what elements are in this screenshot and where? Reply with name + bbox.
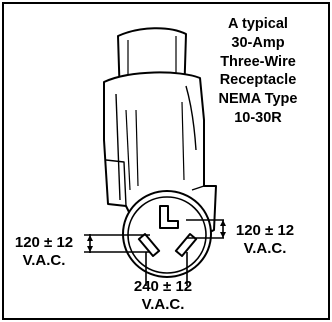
voltage-unit: V.A.C. — [243, 240, 287, 257]
right-slot — [174, 233, 198, 257]
left-slot — [137, 233, 161, 257]
left-voltage-label: 120 ± 12 V.A.C. — [6, 234, 82, 270]
diagram-title: A typical 30-Amp Three-Wire Receptacle N… — [198, 15, 318, 128]
right-voltage-label: 120 ± 12 V.A.C. — [226, 222, 304, 258]
voltage-value: 120 ± 12 — [235, 222, 295, 239]
title-line: NEMA Type — [218, 91, 298, 108]
title-line: 10-30R — [234, 109, 282, 126]
voltage-value: 240 ± 12 — [133, 278, 193, 295]
voltage-unit: V.A.C. — [141, 296, 185, 313]
title-line: Receptacle — [219, 72, 297, 89]
title-line: 30-Amp — [231, 34, 285, 51]
neutral-slot-l — [159, 205, 179, 229]
bottom-voltage-label: 240 ± 12 V.A.C. — [121, 278, 205, 314]
title-line: Three-Wire — [220, 53, 296, 70]
voltage-value: 120 ± 12 — [14, 234, 74, 251]
voltage-unit: V.A.C. — [22, 252, 66, 269]
title-line: A typical — [228, 16, 288, 32]
